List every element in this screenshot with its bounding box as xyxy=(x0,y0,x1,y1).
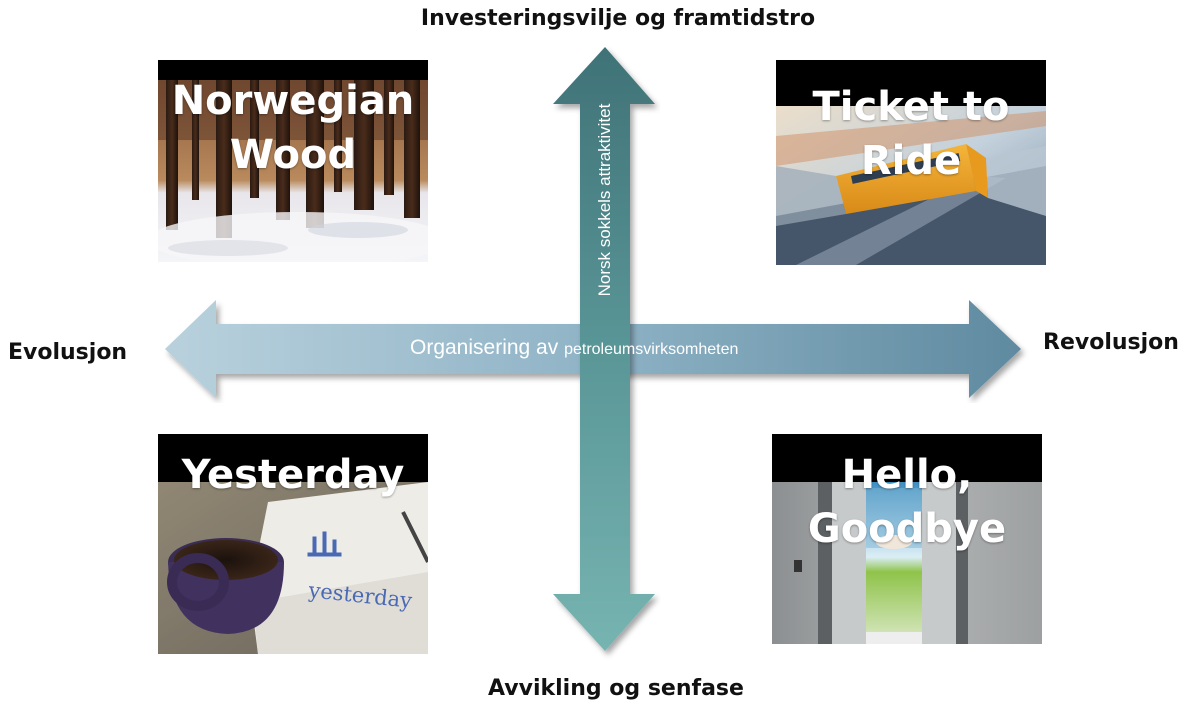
tile-title: Ticket to Ride xyxy=(812,84,1010,184)
quadrant-bottom-right-tile: Hello, Goodbye xyxy=(772,434,1042,644)
tile-title-band xyxy=(158,434,428,482)
axis-label-top: Investeringsvilje og framtidstro xyxy=(420,6,816,31)
axis-label-right: Revolusjon xyxy=(1043,330,1179,355)
coffee-cup-napkin-image: yesterday xyxy=(158,482,428,654)
horizontal-arrow-label: Organisering av petroleumsvirksomheten xyxy=(410,336,739,359)
axis-label-left: Evolusjon xyxy=(8,340,128,365)
elevator-doors-meadow-image xyxy=(772,482,1042,644)
tile-title-band xyxy=(772,434,1042,482)
axis-label-bottom: Avvikling og senfase xyxy=(488,676,744,701)
tile-title-band xyxy=(158,60,428,80)
tile-title-band xyxy=(776,60,1046,106)
quadrant-bottom-left-tile: yesterday Yesterday xyxy=(158,434,428,654)
tile-title: Norwegian Wood xyxy=(171,78,415,178)
tile-title: Hello, Goodbye xyxy=(807,452,1007,552)
vertical-double-arrow xyxy=(553,47,655,651)
quadrant-top-left-tile: Norwegian Wood xyxy=(158,60,428,262)
snowy-forest-image xyxy=(158,80,428,262)
speeding-train-image xyxy=(776,106,1046,265)
tile-title: Yesterday xyxy=(181,452,405,498)
vertical-arrow-label: Norsk sokkels attraktivitet xyxy=(595,103,614,297)
quadrant-top-right-tile: Ticket to Ride xyxy=(776,60,1046,265)
